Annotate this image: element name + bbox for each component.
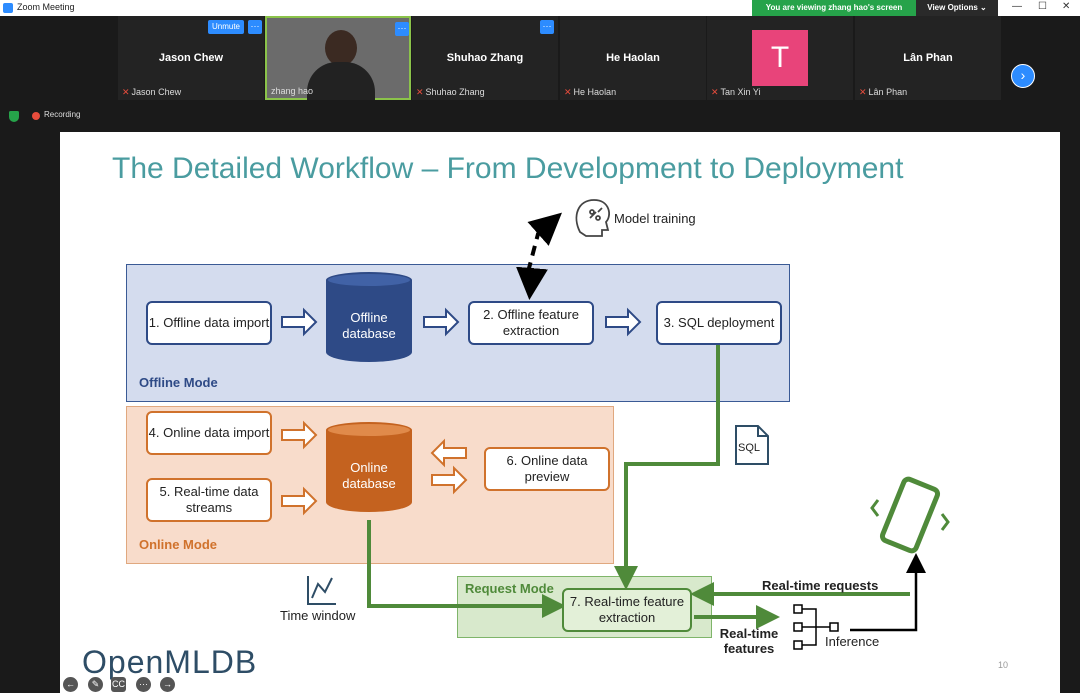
mic-muted-icon: ✕: [416, 87, 424, 97]
avatar: T: [752, 30, 808, 86]
real-time-requests-label: Real-time requests: [762, 578, 879, 593]
shared-slide: The Detailed Workflow – From Development…: [60, 132, 1060, 693]
view-options-button[interactable]: View Options ⌄: [916, 0, 998, 16]
real-time-features-label: Real-time features: [719, 626, 779, 656]
participant-label: Lân Phan: [868, 87, 908, 97]
participant-tile-lan-phan[interactable]: Lân Phan ✕Lân Phan: [855, 16, 1001, 100]
participant-label: He Haolan: [573, 87, 617, 97]
zoom-app-icon: [3, 3, 13, 13]
close-button[interactable]: ✕: [1062, 1, 1071, 12]
phone-icon: [870, 476, 950, 554]
tile-more-button[interactable]: ···: [248, 20, 262, 34]
unmute-button[interactable]: Unmute: [208, 20, 244, 34]
participant-name: He Haolan: [606, 52, 660, 64]
participant-name: Lân Phan: [903, 52, 953, 64]
offline-mode-label: Offline Mode: [139, 375, 218, 390]
participant-label: Shuhao Zhang: [425, 87, 485, 97]
participant-label: Jason Chew: [131, 87, 182, 97]
participant-tile-jason-chew[interactable]: Unmute ··· Jason Chew ✕Jason Chew: [118, 16, 264, 100]
slide-page-number: 10: [998, 660, 1009, 670]
online-database-cylinder: Online database: [326, 422, 412, 520]
tile-more-button[interactable]: ···: [540, 20, 554, 34]
minimize-button[interactable]: —: [1012, 1, 1022, 12]
participant-label: zhang hao: [271, 86, 314, 96]
step-online-data-preview: 6. Online data preview: [484, 447, 610, 491]
captions-button[interactable]: CC: [111, 677, 126, 692]
tile-more-button[interactable]: ···: [395, 22, 409, 36]
offline-database-label: Offline database: [342, 310, 396, 342]
pen-tool-button[interactable]: ✎: [88, 677, 103, 692]
offline-database-cylinder: Offline database: [326, 272, 412, 370]
brain-head-icon: [575, 199, 610, 237]
sql-document-icon: SQL: [734, 424, 770, 471]
time-window-label: Time window: [280, 608, 356, 623]
openmldb-logo: OpenMLDB: [82, 644, 258, 680]
more-options-button[interactable]: ···: [136, 677, 151, 692]
step-offline-data-import: 1. Offline data import: [146, 301, 272, 345]
participant-tile-tan-xin-yi[interactable]: T ✕Tan Xin Yi: [707, 16, 853, 100]
presentation-controls: ← ✎ CC ··· →: [60, 676, 220, 693]
maximize-button[interactable]: ☐: [1038, 1, 1047, 12]
model-training-label: Model training: [614, 211, 696, 226]
participant-tile-he-haolan[interactable]: He Haolan ✕He Haolan: [560, 16, 706, 100]
step-real-time-feature-extraction: 7. Real-time feature extraction: [562, 588, 692, 632]
recording-label: Recording: [44, 110, 81, 119]
mic-muted-icon: ✕: [859, 87, 867, 97]
participant-name: Shuhao Zhang: [446, 52, 524, 64]
recording-icon: [32, 112, 40, 120]
chart-icon: [307, 576, 336, 605]
step-offline-feature-extraction: 2. Offline feature extraction: [468, 301, 594, 345]
slide-title: The Detailed Workflow – From Development…: [112, 152, 904, 185]
online-mode-label: Online Mode: [139, 537, 217, 552]
step-real-time-data-streams: 5. Real-time data streams: [146, 478, 272, 522]
mic-muted-icon: ✕: [564, 87, 572, 97]
participant-label: Tan Xin Yi: [720, 87, 761, 97]
participant-strip: Unmute ··· Jason Chew ✕Jason Chew ··· zh…: [0, 16, 1080, 102]
meeting-status-bar: Recording: [0, 103, 1080, 131]
next-slide-button[interactable]: →: [160, 677, 175, 692]
workflow-arrows: [281, 199, 950, 650]
step-sql-deployment: 3. SQL deployment: [656, 301, 782, 345]
participant-tile-zhang-hao[interactable]: ··· zhang hao: [265, 16, 411, 100]
request-mode-label: Request Mode: [465, 581, 554, 596]
sql-document-label: SQL: [738, 442, 761, 454]
participant-tile-shuhao-zhang[interactable]: ··· Shuhao Zhang ✕Shuhao Zhang: [412, 16, 558, 100]
step-online-data-import: 4. Online data import: [146, 411, 272, 455]
previous-slide-button[interactable]: ←: [63, 677, 78, 692]
inference-icon: [793, 604, 839, 650]
inference-label: Inference: [825, 634, 880, 649]
window-title: Zoom Meeting: [17, 2, 75, 12]
participant-name: Jason Chew: [158, 52, 224, 64]
viewing-screen-banner: You are viewing zhang hao's screen: [752, 0, 916, 16]
participant-video-face: [325, 30, 357, 66]
mic-muted-icon: ✕: [711, 87, 719, 97]
participant-video-body: [307, 62, 375, 100]
shield-icon[interactable]: [9, 111, 19, 122]
mic-muted-icon: ✕: [122, 87, 130, 97]
online-database-label: Online database: [342, 460, 396, 492]
next-page-button[interactable]: ›: [1011, 64, 1035, 88]
